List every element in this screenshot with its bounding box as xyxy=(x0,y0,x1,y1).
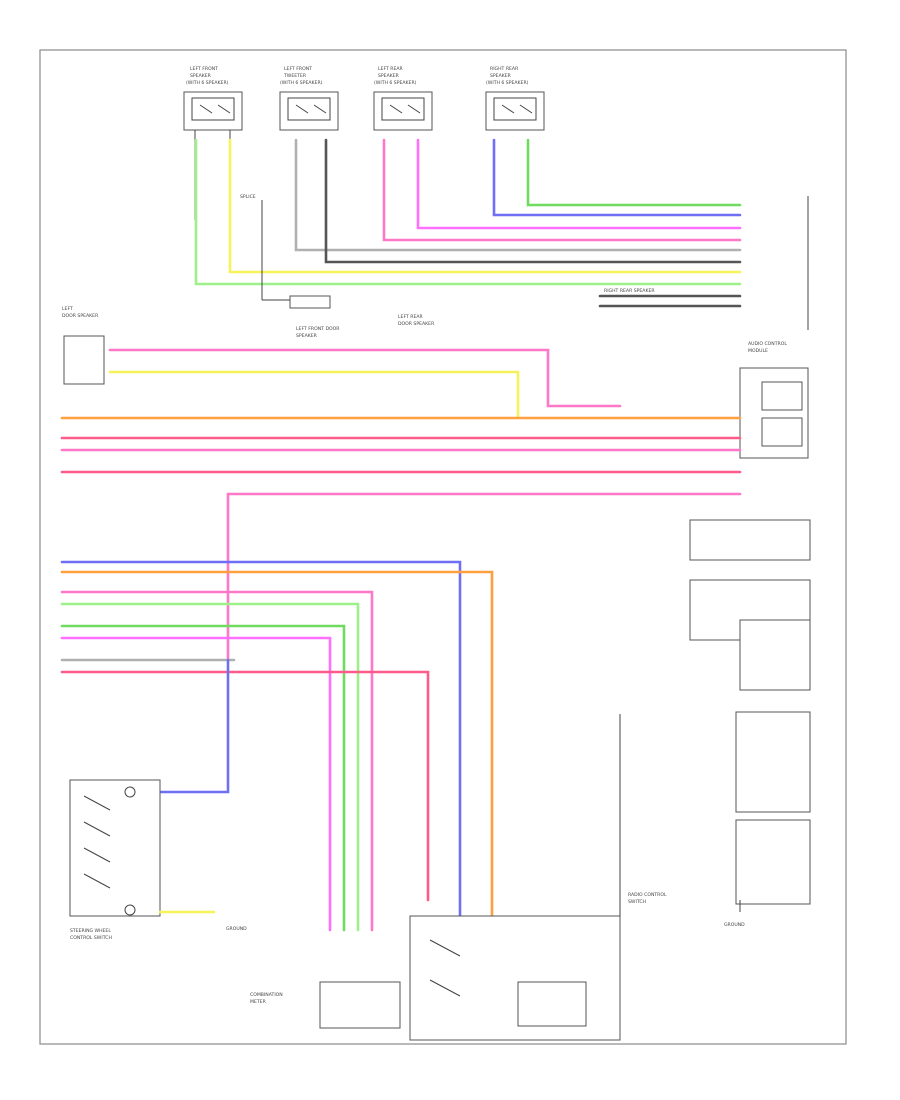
radio-control-switch: RADIO CONTROL SWITCH xyxy=(409,892,667,1041)
svg-text:DOOR SPEAKER: DOOR SPEAKER xyxy=(398,321,435,327)
steering-switch: STEERING WHEEL CONTROL SWITCH xyxy=(69,779,161,941)
svg-text:SWITCH: SWITCH xyxy=(628,899,646,905)
svg-text:LEFT REAR: LEFT REAR xyxy=(378,66,404,72)
svg-text:LEFT REAR: LEFT REAR xyxy=(398,314,424,320)
wire-pink-top xyxy=(382,138,742,242)
wire-gray-top xyxy=(294,138,742,252)
svg-text:LEFT: LEFT xyxy=(62,306,73,312)
wire-orange-low xyxy=(60,570,494,922)
wire-black-top xyxy=(324,138,742,264)
wire-pink-mid1 xyxy=(108,348,622,408)
wire-blue-down xyxy=(158,658,230,794)
svg-text:LEFT FRONT: LEFT FRONT xyxy=(190,66,218,72)
sensor-left-rear-speaker: LEFT REAR SPEAKER (WITH 6 SPEAKER) xyxy=(373,66,433,131)
svg-text:AUDIO CONTROL: AUDIO CONTROL xyxy=(748,341,787,347)
combination-meter: COMBINATION METER xyxy=(250,981,401,1029)
right-lower-blocks: GROUND xyxy=(619,711,811,928)
svg-text:RIGHT REAR SPEAKER: RIGHT REAR SPEAKER xyxy=(604,288,655,294)
wire-green2-top xyxy=(194,138,742,286)
wire-yellow-top xyxy=(228,138,742,274)
svg-text:SPEAKER: SPEAKER xyxy=(378,73,400,79)
svg-text:RIGHT REAR: RIGHT REAR xyxy=(490,66,519,72)
right-block-1 xyxy=(689,519,811,691)
svg-text:COMBINATION: COMBINATION xyxy=(250,992,283,998)
left-connector: LEFT DOOR SPEAKER xyxy=(62,306,105,385)
svg-text:LEFT FRONT: LEFT FRONT xyxy=(284,66,312,72)
svg-text:(WITH 6 SPEAKER): (WITH 6 SPEAKER) xyxy=(486,80,529,86)
svg-text:MODULE: MODULE xyxy=(748,348,768,354)
svg-text:METER: METER xyxy=(250,999,267,1005)
svg-text:SPLICE: SPLICE xyxy=(240,194,256,200)
wire-redpink-low xyxy=(60,670,430,902)
diagram-frame xyxy=(39,49,847,1045)
svg-text:RADIO CONTROL: RADIO CONTROL xyxy=(628,892,667,898)
svg-text:TWEETER: TWEETER xyxy=(283,73,307,79)
wire-blue-top xyxy=(492,138,742,217)
sensor-left-front-tweeter: LEFT FRONT TWEETER (WITH 6 SPEAKER) xyxy=(279,66,339,131)
svg-text:(WITH 6 SPEAKER): (WITH 6 SPEAKER) xyxy=(186,80,229,86)
svg-text:CONTROL SWITCH: CONTROL SWITCH xyxy=(70,935,112,941)
svg-text:SPEAKER: SPEAKER xyxy=(490,73,512,79)
svg-text:DOOR SPEAKER: DOOR SPEAKER xyxy=(62,313,99,319)
wire-green-low xyxy=(60,602,360,932)
wire-green-top xyxy=(526,138,742,207)
wire-blue-low xyxy=(60,560,462,922)
sensor-right-rear-speaker: RIGHT REAR SPEAKER (WITH 6 SPEAKER) xyxy=(485,66,545,131)
wire-light-green-low xyxy=(60,624,346,932)
sensor-left-front-speaker: LEFT FRONT SPEAKER (WITH 6 SPEAKER) xyxy=(183,66,243,220)
svg-text:LEFT FRONT DOOR: LEFT FRONT DOOR xyxy=(296,326,340,332)
svg-text:(WITH 6 SPEAKER): (WITH 6 SPEAKER) xyxy=(280,80,323,86)
svg-text:SPEAKER: SPEAKER xyxy=(296,333,318,339)
svg-text:GROUND: GROUND xyxy=(724,922,745,928)
wire-magenta-top xyxy=(416,138,742,230)
svg-text:SPEAKER: SPEAKER xyxy=(190,73,212,79)
svg-text:(WITH 6 SPEAKER): (WITH 6 SPEAKER) xyxy=(374,80,417,86)
audio-control-module: AUDIO CONTROL MODULE xyxy=(739,196,809,459)
svg-text:GROUND: GROUND xyxy=(226,926,247,932)
wire-pink-low1 xyxy=(60,590,374,932)
svg-text:STEERING WHEEL: STEERING WHEEL xyxy=(70,928,111,934)
wire-magenta-low xyxy=(60,636,332,932)
wire-yellow-mid xyxy=(108,370,520,420)
junction-splice: SPLICE LEFT FRONT DOOR SPEAKER LEFT REAR… xyxy=(240,194,435,339)
